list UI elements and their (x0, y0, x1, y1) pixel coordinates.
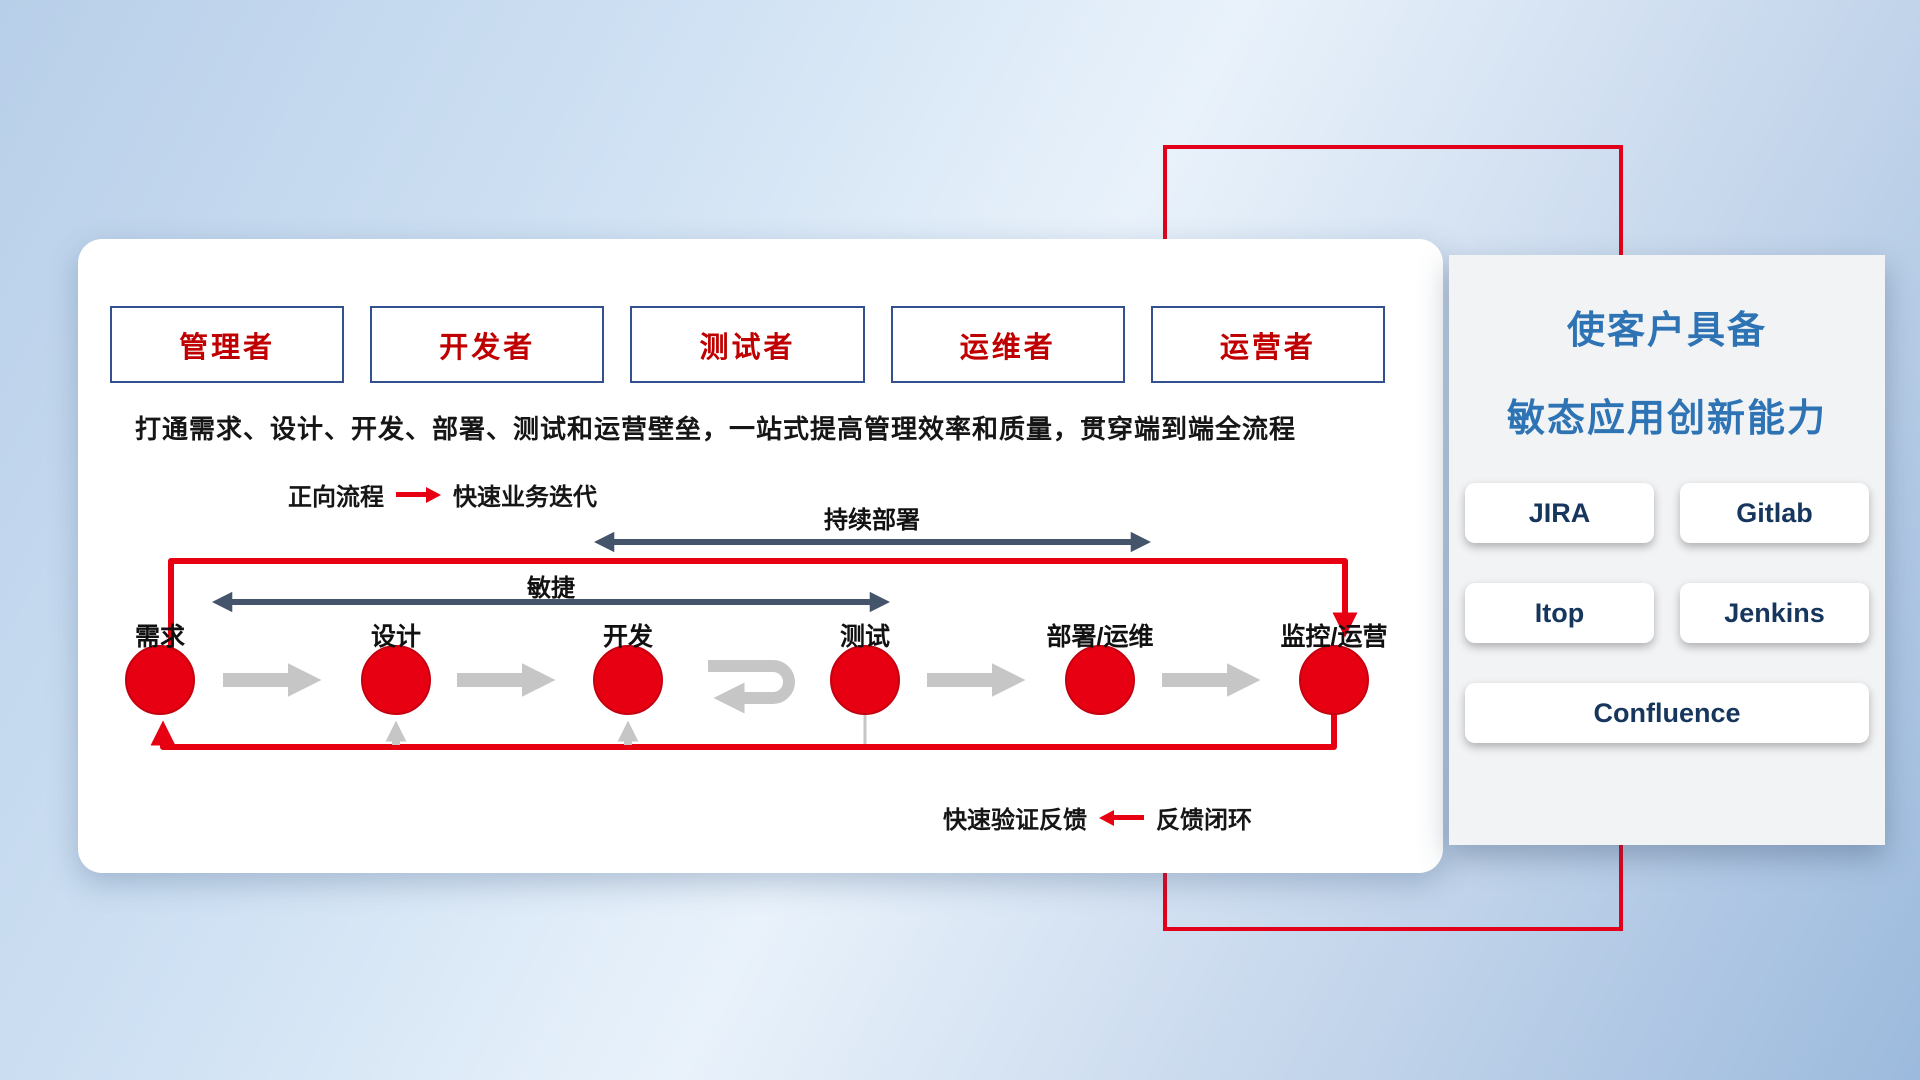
capability-panel: 使客户具备 敏态应用创新能力 JIRA Gitlab Itop Jenkins … (1449, 255, 1885, 845)
tool-chip-jenkins: Jenkins (1680, 583, 1869, 643)
legend-feedback: 快速验证反馈 反馈闭环 (943, 800, 1252, 835)
stage-label-requirements: 需求 (134, 623, 186, 651)
legend-forward-value: 快速业务迭代 (453, 484, 597, 511)
stage-label-develop: 开发 (602, 623, 654, 651)
legend-forward: 正向流程 快速业务迭代 (288, 477, 597, 512)
stage-label-deploy-ops: 部署/运维 (1046, 623, 1154, 651)
tool-chip-jira: JIRA (1465, 483, 1654, 543)
devops-flow-panel: 管理者 开发者 测试者 运维者 运营者 打通需求、设计、开发、部署、测试和运营壁… (78, 239, 1443, 873)
role-label: 运营者 (1219, 331, 1316, 364)
role-label: 管理者 (179, 331, 276, 364)
stage-node (125, 645, 195, 715)
stage-label-design: 设计 (370, 623, 422, 651)
role-box-manager: 管理者 (110, 306, 345, 383)
continuous-deploy-label: 持续部署 (824, 507, 920, 534)
flow-diagram (125, 531, 1369, 750)
legend-forward-arrow-icon (396, 486, 441, 503)
roles-row: 管理者 开发者 测试者 运维者 运营者 (110, 306, 1386, 383)
legend-feedback-value: 反馈闭环 (1156, 807, 1252, 834)
legend-feedback-arrow-icon (1099, 809, 1144, 826)
stage-label-test: 测试 (839, 623, 891, 651)
tool-chip-gitlab: Gitlab (1680, 483, 1869, 543)
legend-forward-label: 正向流程 (288, 484, 384, 511)
tool-chip-confluence: Confluence (1465, 683, 1869, 743)
panel-title-line1: 使客户具备 (1566, 310, 1767, 352)
stage-node (1299, 645, 1369, 715)
role-box-tester: 测试者 (630, 306, 865, 383)
tools-grid: JIRA Gitlab Itop Jenkins Confluence (1465, 483, 1869, 743)
role-box-developer: 开发者 (370, 306, 605, 383)
role-label: 测试者 (699, 331, 796, 364)
legend-feedback-label: 快速验证反馈 (943, 807, 1087, 834)
stage-node (1065, 645, 1135, 715)
role-box-ops: 运维者 (890, 306, 1125, 383)
tool-chip-itop: Itop (1465, 583, 1654, 643)
stage-node (830, 645, 900, 715)
description-text: 打通需求、设计、开发、部署、测试和运营壁垒，一站式提高管理效率和质量，贯穿端到端… (135, 414, 1297, 444)
iteration-loop-icon (708, 660, 795, 714)
forward-loop-arrow (168, 558, 1358, 669)
feedback-loop-arrow (150, 712, 1337, 750)
stage-node (593, 645, 663, 715)
panel-title-line2: 敏态应用创新能力 (1506, 398, 1827, 440)
stage-node (361, 645, 431, 715)
role-label: 开发者 (439, 331, 536, 364)
role-box-operator: 运营者 (1150, 306, 1386, 383)
agile-label: 敏捷 (527, 575, 575, 602)
stage-label-monitor-op: 监控/运营 (1280, 623, 1388, 651)
role-label: 运维者 (959, 331, 1056, 364)
